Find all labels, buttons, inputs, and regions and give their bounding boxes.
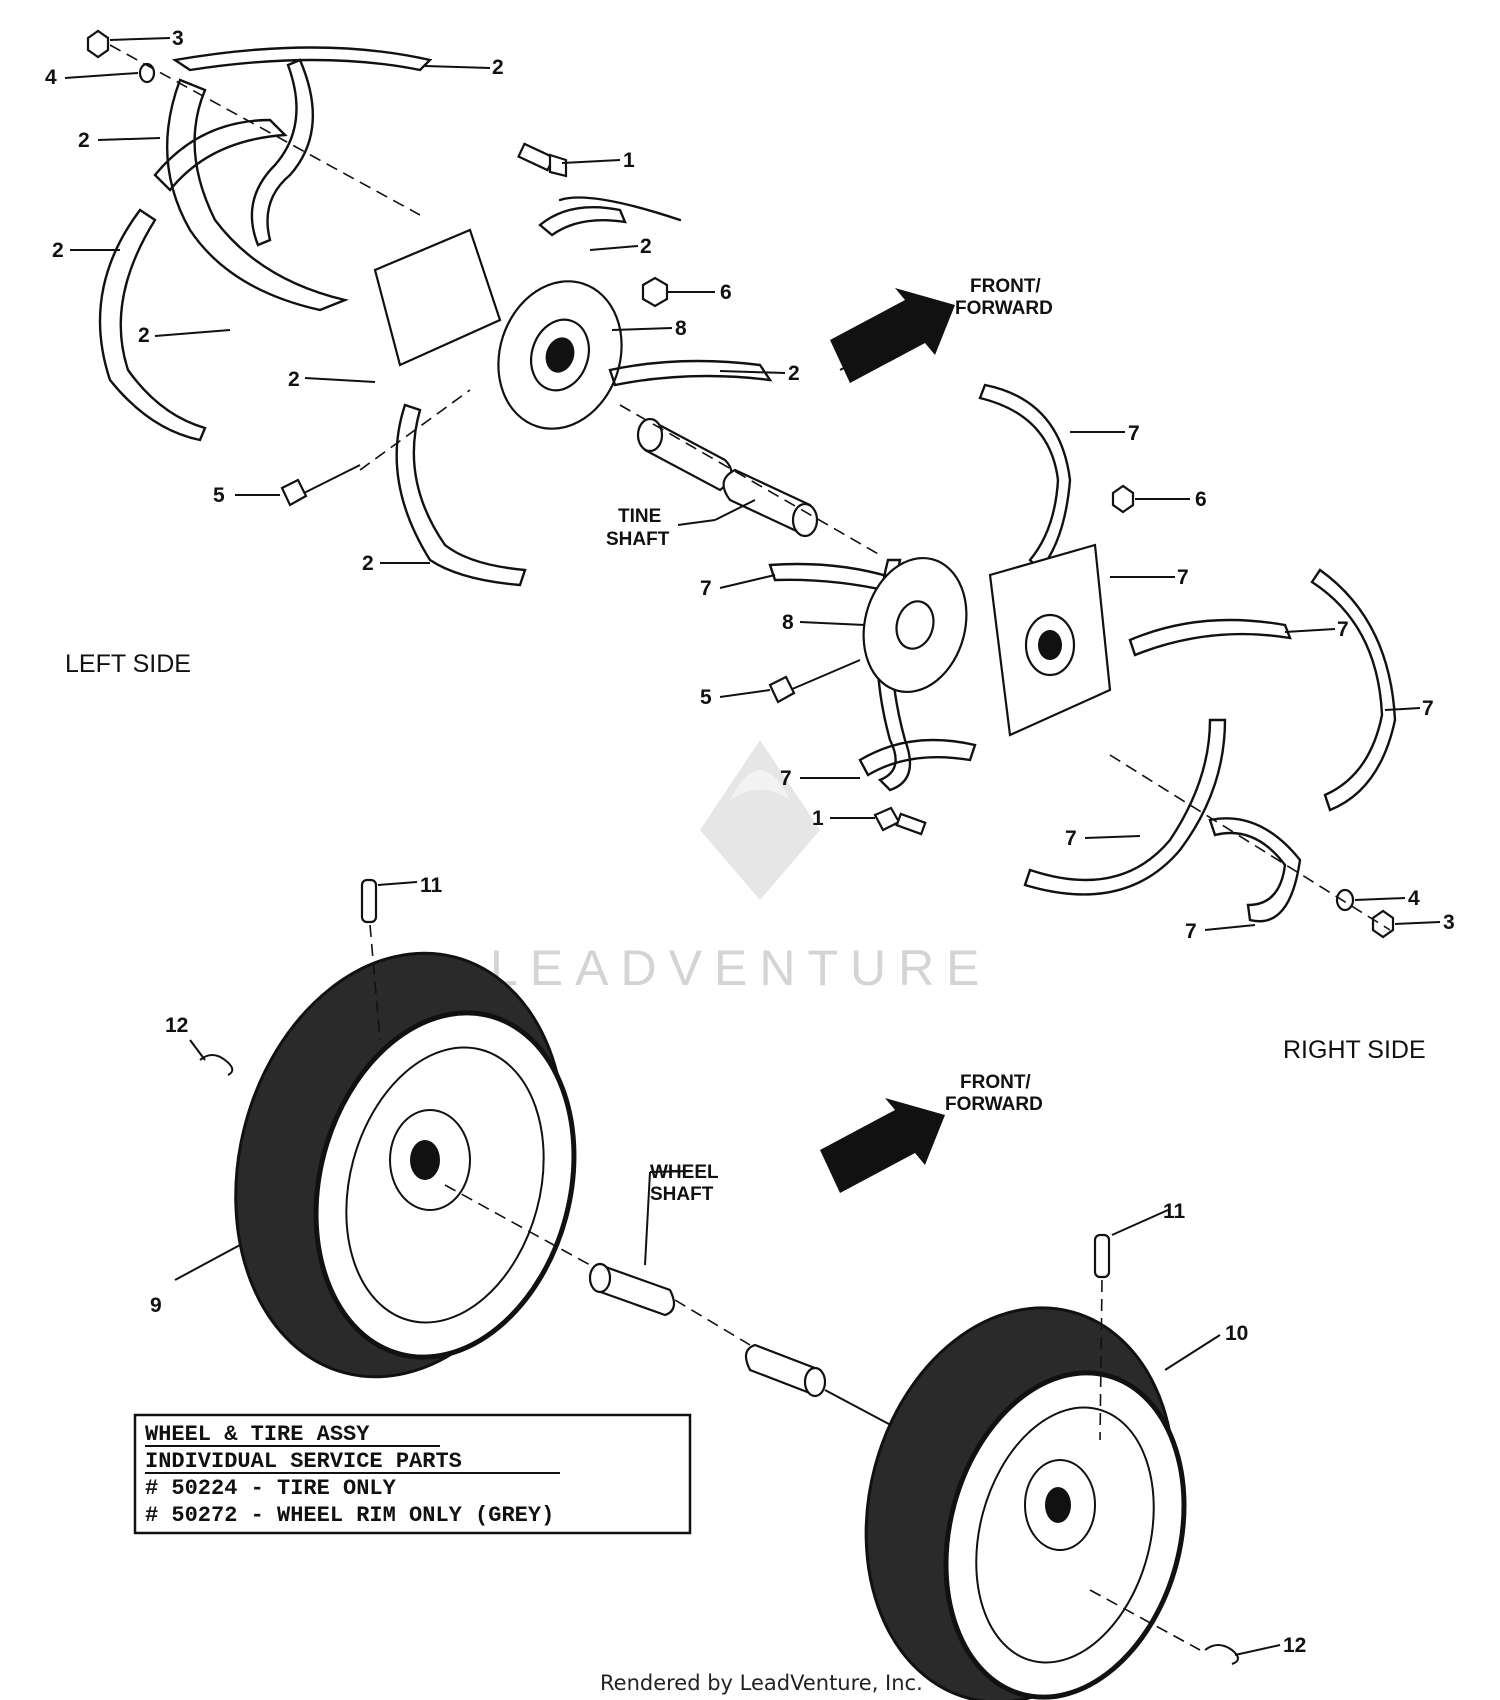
leadventure-watermark: LEADVENTURE: [490, 740, 992, 996]
bolt-1-right-icon: [873, 806, 927, 836]
washer-4-right-icon: [1335, 888, 1355, 912]
washer-4-icon: [138, 62, 156, 84]
callout-1: 1: [623, 149, 635, 172]
bolt-1-icon: [517, 142, 568, 178]
front-forward-label-3: FRONT/: [960, 1072, 1031, 1093]
pin-11-left-icon: [360, 878, 381, 1041]
callout-7: 7: [1177, 566, 1189, 589]
clip-12-left-icon: [199, 1054, 234, 1076]
nut-6-right-icon: [1111, 484, 1135, 514]
render-credit: Rendered by LeadVenture, Inc.: [600, 1671, 923, 1695]
right-tine: [1128, 618, 1292, 657]
callout-7: 7: [1185, 920, 1197, 943]
left-tine: [153, 118, 288, 192]
callout-2: 2: [288, 368, 300, 391]
callout-10: 10: [1225, 1322, 1248, 1345]
callout-2: 2: [640, 235, 652, 258]
right-side-label: RIGHT SIDE: [1283, 1036, 1426, 1064]
service-box-line-3: # 50224 - TIRE ONLY: [145, 1476, 397, 1501]
service-parts-box: WHEEL & TIRE ASSY INDIVIDUAL SERVICE PAR…: [133, 1413, 692, 1535]
nut-3-icon: [86, 29, 110, 59]
right-tine: [1208, 817, 1302, 923]
pin-11-right-icon: [1093, 1233, 1111, 1441]
bolt-5-right-icon: [768, 659, 861, 704]
callout-2: 2: [788, 362, 800, 385]
left-tine-assembly: [86, 29, 773, 587]
callout-6: 6: [720, 281, 732, 304]
left-tine: [558, 196, 682, 222]
right-tine: [858, 738, 977, 777]
left-side-label: LEFT SIDE: [65, 650, 191, 678]
left-tine: [98, 208, 207, 442]
left-tine: [608, 359, 773, 387]
right-wheel-10: [864, 1306, 1187, 1700]
callout-7: 7: [780, 767, 792, 790]
callout-12: 12: [1283, 1634, 1306, 1657]
front-arrow-icon: [830, 288, 955, 383]
nut-6-icon: [641, 276, 669, 308]
right-tine: [1023, 718, 1227, 896]
callout-9: 9: [150, 1294, 162, 1317]
right-tine-assembly: [768, 383, 1397, 939]
callout-1: 1: [812, 807, 824, 830]
callout-11: 11: [1163, 1200, 1186, 1223]
callout-8: 8: [782, 611, 794, 634]
tine-shaft-label-1: TINE: [618, 506, 661, 527]
callout-5: 5: [213, 484, 225, 507]
callout-7: 7: [700, 577, 712, 600]
front-forward-label-4: FORWARD: [945, 1094, 1043, 1115]
service-box-line-1: WHEEL & TIRE ASSY: [145, 1422, 370, 1447]
right-tine: [1310, 568, 1397, 812]
front-arrow-2-icon: [820, 1098, 945, 1193]
callout-7: 7: [1337, 618, 1349, 641]
callout-7: 7: [1422, 697, 1434, 720]
callout-2: 2: [138, 324, 150, 347]
callout-2: 2: [492, 56, 504, 79]
callout-4: 4: [45, 66, 57, 89]
service-box-line-2: INDIVIDUAL SERVICE PARTS: [145, 1449, 462, 1474]
callout-labels: 3 4 2 2 2 2 2 1 2 6 8 2 5 2 7 6 7 7 8 7 …: [45, 27, 1455, 1657]
left-tine: [395, 403, 527, 587]
callout-3: 3: [1443, 911, 1455, 934]
callout-8: 8: [675, 317, 687, 340]
clip-12-right-icon: [1089, 1589, 1239, 1665]
left-tine: [171, 46, 433, 72]
service-box-line-4: # 50272 - WHEEL RIM ONLY (GREY): [145, 1503, 554, 1528]
bolt-5-icon: [280, 464, 361, 507]
leader-lines: [64, 37, 1441, 1656]
left-tine-plate: [373, 228, 502, 367]
callout-7: 7: [1065, 827, 1077, 850]
wheel-shaft-label-1: WHEEL: [650, 1162, 719, 1183]
left-tine: [250, 58, 315, 247]
callout-4: 4: [1408, 887, 1420, 910]
front-forward-label-1: FRONT/: [970, 276, 1041, 297]
callout-12: 12: [165, 1014, 188, 1037]
callout-7: 7: [1128, 422, 1140, 445]
callout-2: 2: [52, 239, 64, 262]
watermark-text: LEADVENTURE: [490, 940, 992, 996]
wheel-shaft: [444, 1184, 901, 1431]
callout-11: 11: [420, 874, 443, 897]
right-tine: [978, 383, 1072, 572]
wheel-shaft-label-2: SHAFT: [650, 1184, 714, 1205]
callout-3: 3: [172, 27, 184, 50]
callout-6: 6: [1195, 488, 1207, 511]
left-tine: [538, 205, 627, 237]
callout-5: 5: [700, 686, 712, 709]
tine-shaft: [619, 404, 881, 556]
callout-2: 2: [362, 552, 374, 575]
tine-shaft-label-2: SHAFT: [606, 529, 670, 550]
nut-3-right-icon: [1371, 909, 1395, 939]
front-forward-label-2: FORWARD: [955, 298, 1053, 319]
callout-2: 2: [78, 129, 90, 152]
watermark-logo-icon: [700, 740, 820, 900]
